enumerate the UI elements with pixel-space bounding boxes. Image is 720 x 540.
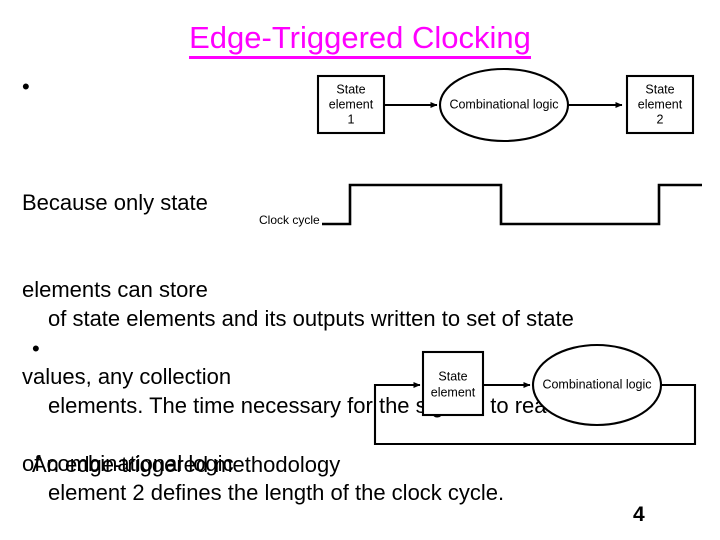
page-title-text: Edge-Triggered Clocking (189, 20, 531, 59)
state-element-2-line-2: element (638, 97, 683, 111)
state-element-1-line-1: State (336, 82, 365, 96)
state-element-2-line-3: 2 (657, 112, 664, 126)
state-element-2-line-1: State (645, 82, 674, 96)
bullet-1-line-3: values, any collection (22, 364, 232, 389)
bullet-body-1: Because only state elements can store va… (22, 161, 234, 540)
state-element-1-line-2: element (329, 97, 374, 111)
bullet-1-line-4: of combinational logic (22, 451, 234, 476)
bullet-1-line-5: must have its inputs (22, 536, 234, 540)
state-element-1-box (316, 74, 386, 135)
combinational-logic-label: Combinational logic (449, 97, 558, 111)
bullet-marker: • (32, 336, 40, 361)
bullet-2-continuation: same clock cycle. We assume that state e… (48, 479, 588, 540)
bullet-1-line-2: elements can store (22, 277, 208, 302)
page-number: 4 (633, 503, 645, 526)
bullet-marker: • (22, 74, 30, 99)
bullet-1-line-9: element 2 defines the length of the cloc… (48, 480, 505, 505)
state-element-1-line-3: 1 (348, 112, 355, 126)
clock-cycle-label: Clock cycle (259, 213, 320, 227)
combinational-logic-ellipse (438, 67, 570, 143)
bullet-1-line-1: Because only state (22, 190, 208, 215)
bullet-paragraph-1: • Because only state elements can store … (22, 72, 234, 540)
clock-cycle-waveform: Clock cycle (259, 183, 702, 227)
pipeline-diagram: State element 1 Combinational logic Stat… (316, 67, 695, 143)
state-element-2-box (625, 74, 695, 135)
clock-waveform-path (322, 183, 702, 226)
bullet-1-line-7: of state elements and its outputs writte… (48, 306, 574, 331)
bullet-2-line-1: An edge-triggered methodology (32, 452, 341, 477)
page-title: Edge-Triggered Clocking (0, 20, 720, 59)
